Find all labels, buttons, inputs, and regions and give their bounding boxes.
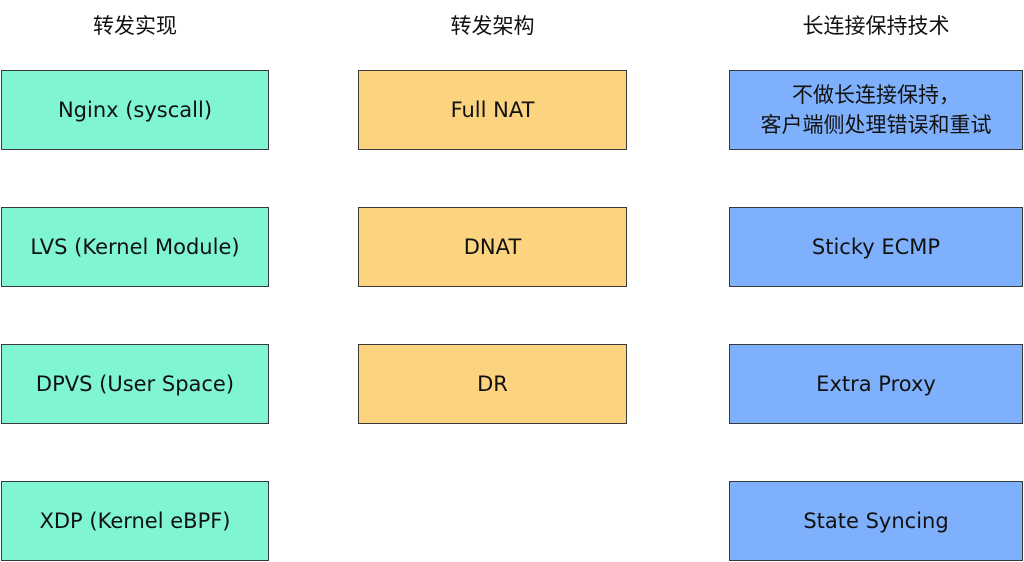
box-label: State Syncing: [803, 509, 949, 533]
box-sticky-ecmp: Sticky ECMP: [729, 207, 1023, 287]
box-label: LVS (Kernel Module): [30, 235, 240, 259]
box-lvs: LVS (Kernel Module): [1, 207, 269, 287]
box-state-syncing: State Syncing: [729, 481, 1023, 561]
box-dpvs: DPVS (User Space): [1, 344, 269, 424]
box-no-keepalive: 不做长连接保持， 客户端侧处理错误和重试: [729, 70, 1023, 150]
box-xdp: XDP (Kernel eBPF): [1, 481, 269, 561]
box-dnat: DNAT: [358, 207, 627, 287]
box-nginx: Nginx (syscall): [1, 70, 269, 150]
box-dr: DR: [358, 344, 627, 424]
box-label: Extra Proxy: [816, 372, 936, 396]
box-label: Full NAT: [450, 98, 535, 122]
box-label: XDP (Kernel eBPF): [39, 509, 231, 533]
box-label: DNAT: [463, 235, 522, 259]
header-long-connection-technique: 长连接保持技术: [802, 14, 950, 38]
header-forwarding-implementation: 转发实现: [93, 14, 177, 38]
header-forwarding-architecture: 转发架构: [450, 14, 535, 38]
box-extra-proxy: Extra Proxy: [729, 344, 1023, 424]
box-label: DR: [477, 372, 508, 396]
box-label-line-1: 不做长连接保持，: [792, 83, 960, 107]
box-label: Nginx (syscall): [57, 98, 213, 122]
box-full-nat: Full NAT: [358, 70, 627, 150]
box-label: Sticky ECMP: [811, 235, 941, 259]
box-label-line-2: 客户端侧处理错误和重试: [760, 113, 992, 137]
box-label: DPVS (User Space): [35, 372, 235, 396]
